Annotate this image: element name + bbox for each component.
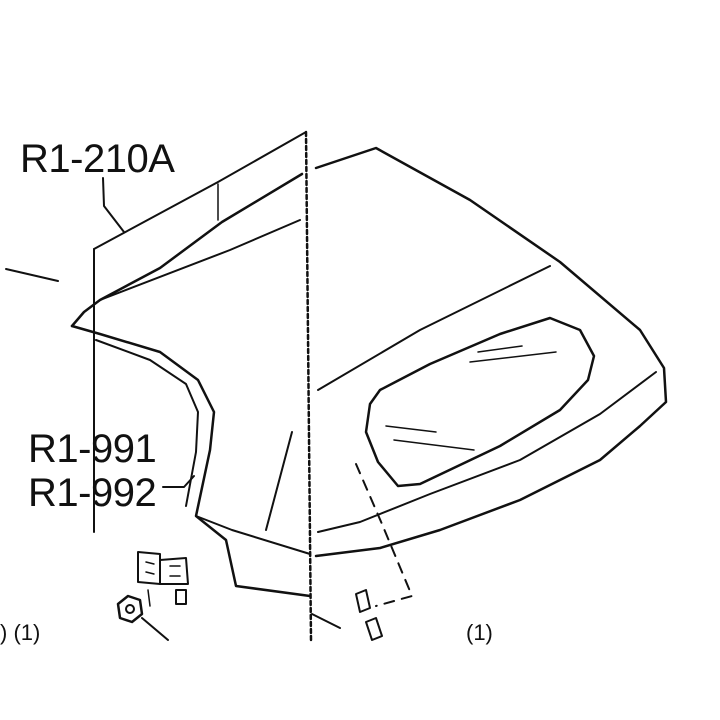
label-r1-992: R1-992 — [28, 471, 156, 515]
hardtop-rear-shoulder — [317, 265, 551, 391]
fastener-lead-line — [311, 613, 341, 629]
lead-line-left — [5, 268, 59, 282]
nut-icon — [116, 594, 169, 641]
label-r1-991: R1-991 — [28, 427, 156, 471]
hardtop-front-edge — [70, 172, 304, 328]
label-ref-left: ) (1) — [0, 620, 40, 645]
hardtop-rear-outline — [314, 146, 668, 558]
label-r1-210a: R1-210A — [20, 137, 175, 181]
hardtop-crease — [265, 431, 293, 531]
rear-window-reflection-bottom — [385, 425, 475, 451]
hardtop-side-inner — [95, 339, 199, 507]
hardtop-inner-edge — [99, 219, 301, 301]
fastener-icon-lower — [365, 617, 383, 641]
section-edge-top — [93, 131, 307, 250]
rear-window-reflection-top — [469, 345, 557, 363]
mount-dashed-line — [355, 463, 413, 607]
hardtop-side-contour — [70, 324, 312, 598]
hardtop-rear-lip — [317, 371, 657, 533]
label-ref-right: (1) — [466, 620, 493, 645]
bracket-icon — [137, 551, 189, 607]
rear-window — [364, 316, 596, 488]
section-cut-line — [304, 130, 313, 642]
hardtop-lower-edge — [195, 515, 311, 555]
fastener-icon-upper — [355, 589, 371, 613]
leader-line-r1-210a — [102, 177, 125, 233]
